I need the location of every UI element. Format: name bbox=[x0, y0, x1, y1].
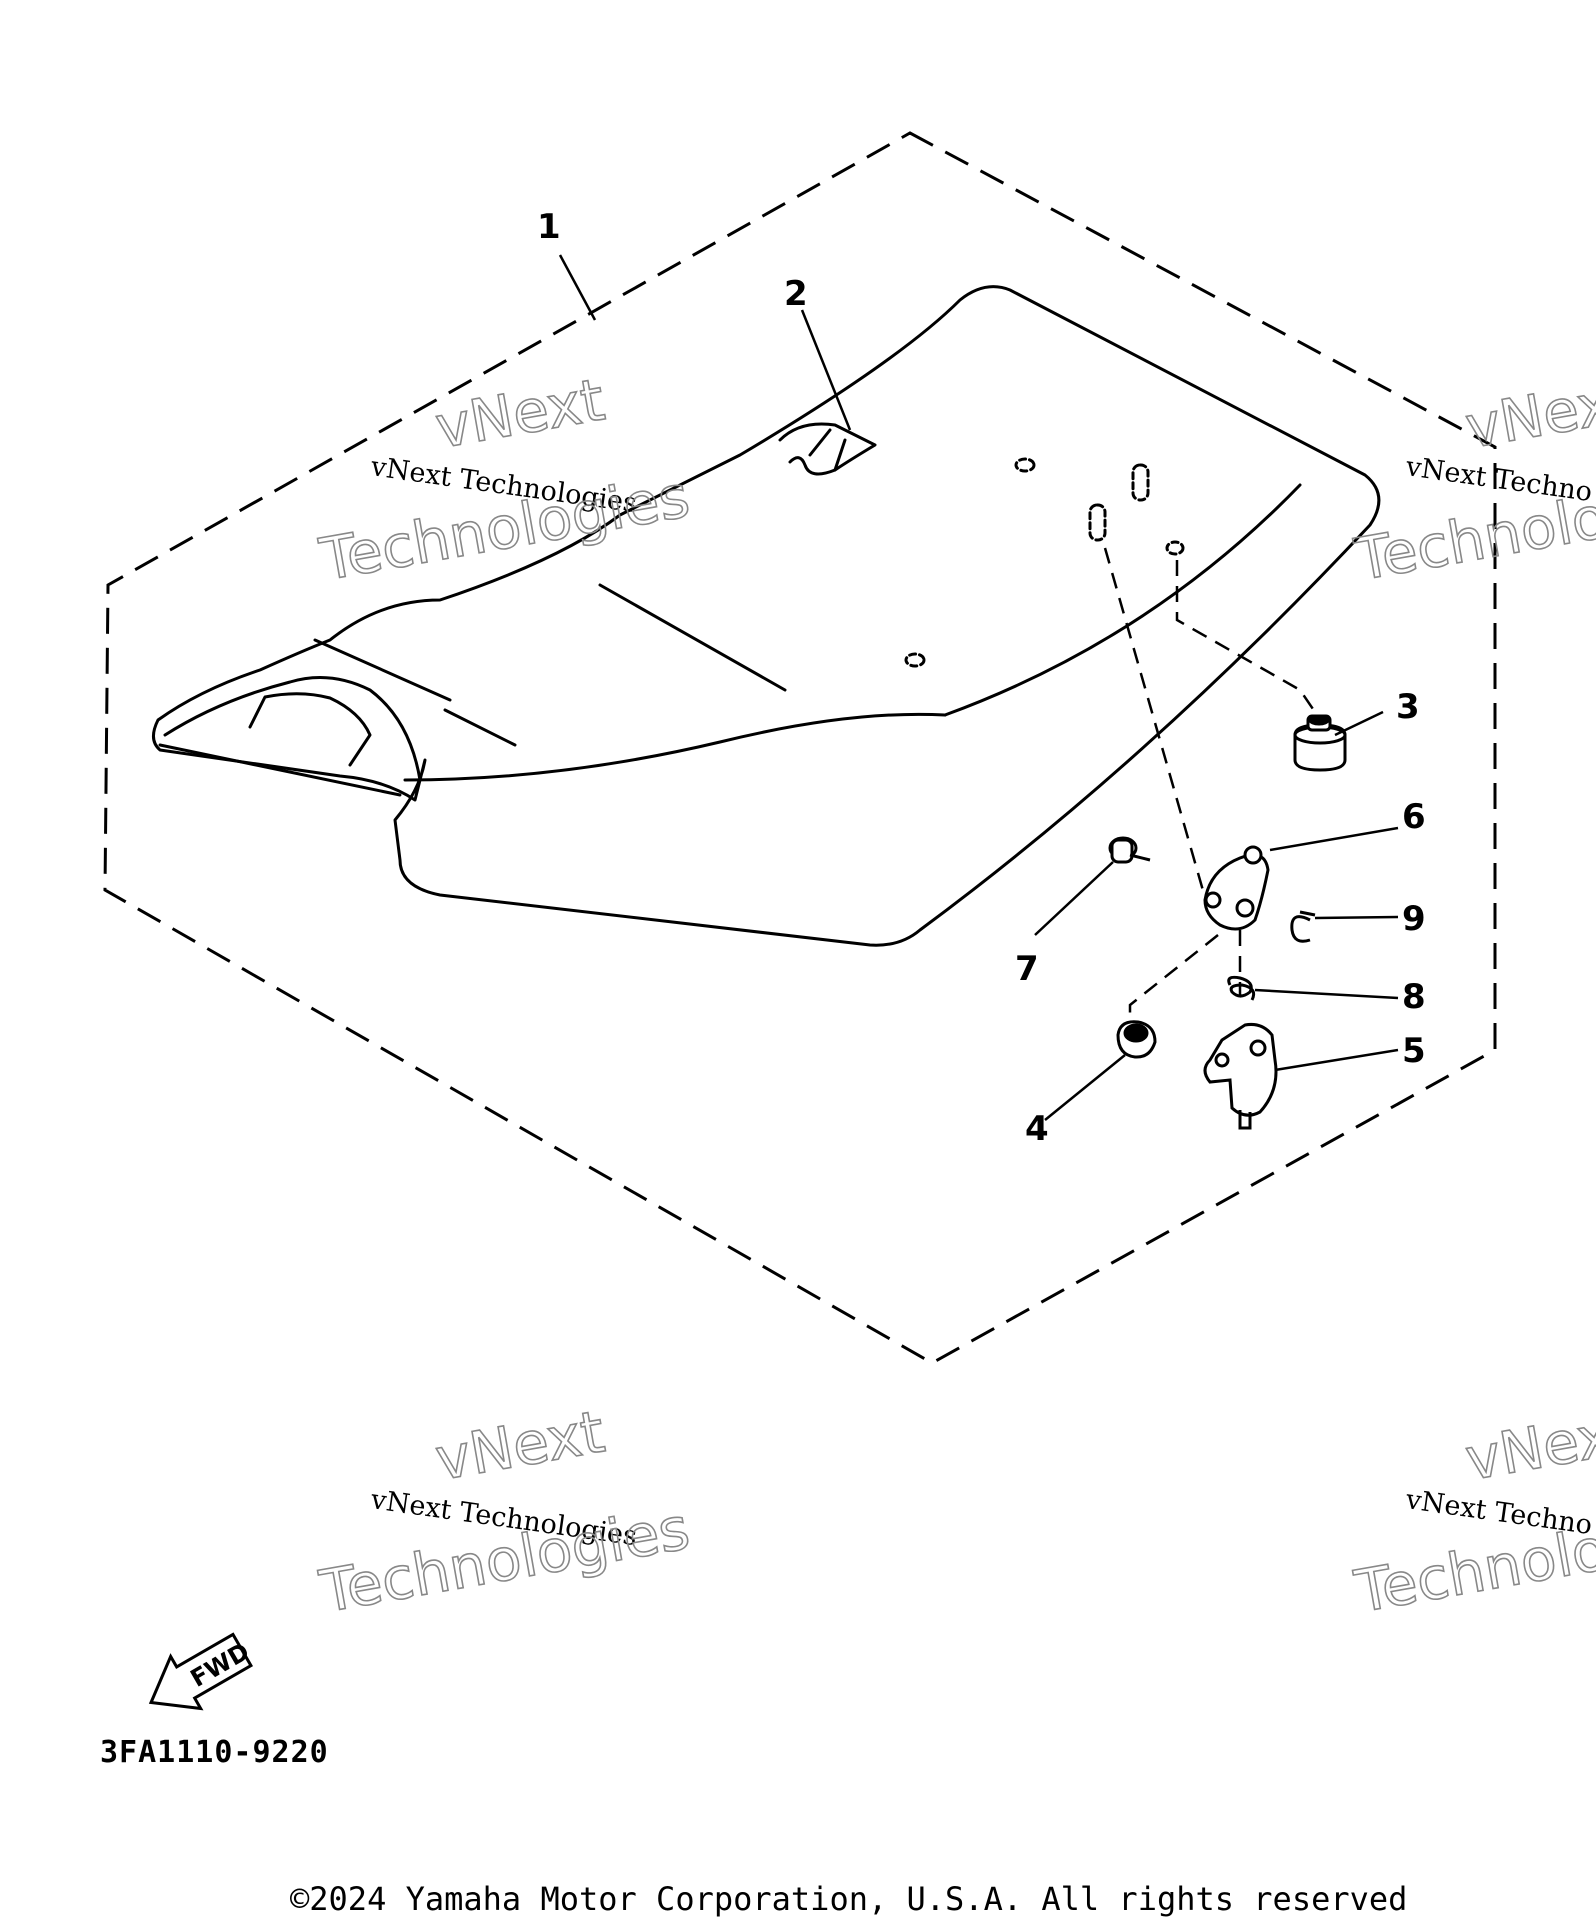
watermark-top-right: vNext Techno vNext Technolo bbox=[1349, 365, 1596, 595]
seat-outline bbox=[152, 285, 1381, 947]
watermark-big-text-cut-2: Technolo bbox=[1350, 483, 1596, 594]
part-9-clip bbox=[1290, 910, 1316, 943]
callout-6: 6 bbox=[1402, 797, 1426, 837]
callout-7: 7 bbox=[1015, 949, 1039, 989]
part-6-bracket bbox=[1203, 845, 1270, 931]
seat-crown-line bbox=[943, 483, 1302, 717]
part-7-bolt bbox=[1108, 836, 1151, 864]
fwd-arrow-icon: FWD bbox=[148, 1632, 254, 1711]
seat-front-lip bbox=[163, 676, 422, 782]
seat-crown-line-2 bbox=[403, 712, 947, 782]
leader-lines bbox=[558, 254, 1399, 1121]
assembly-lines bbox=[1103, 547, 1317, 1015]
figure-code: 3FA1110-9220 bbox=[100, 1735, 329, 1770]
callout-2: 2 bbox=[784, 274, 808, 314]
watermark-big-text-cut-2: Technolo bbox=[1350, 1515, 1596, 1626]
copyright-text: ©2024 Yamaha Motor Corporation, U.S.A. A… bbox=[290, 1880, 1408, 1918]
watermark-big-text-cut-1: vNext bbox=[1461, 1397, 1596, 1493]
callout-8: 8 bbox=[1402, 977, 1426, 1017]
mount-slot-2 bbox=[1088, 503, 1107, 542]
part-4-collar bbox=[1116, 1020, 1157, 1059]
part-5-latch bbox=[1203, 1023, 1278, 1130]
mount-slot-1 bbox=[1131, 463, 1150, 502]
watermark-bottom-left: vNext Technologies vNext Technologies bbox=[314, 1397, 695, 1627]
strap-inner bbox=[808, 428, 847, 472]
watermark-big-text-1: vNext bbox=[431, 365, 610, 461]
mount-hole-2 bbox=[904, 652, 926, 668]
callout-5: 5 bbox=[1402, 1031, 1426, 1071]
seat-drawing bbox=[152, 285, 1381, 947]
seat-front-recess bbox=[248, 692, 372, 767]
watermark-top-left: vNext Technologies vNext Technologies bbox=[314, 365, 695, 595]
part-8-spring bbox=[1227, 975, 1256, 1001]
parts bbox=[1108, 714, 1347, 1130]
seat-crease-3 bbox=[443, 708, 517, 747]
mount-hole-3 bbox=[1165, 540, 1185, 556]
watermark-bottom-right: vNext Techno vNext Technolo bbox=[1349, 1397, 1596, 1627]
seat-crease-1 bbox=[598, 583, 787, 692]
assembly-boundary bbox=[103, 131, 1497, 1365]
watermark-big-text-cut-1: vNext bbox=[1461, 365, 1596, 461]
callout-3: 3 bbox=[1396, 687, 1420, 727]
seat-front-trim bbox=[158, 743, 402, 797]
callout-4: 4 bbox=[1025, 1109, 1049, 1149]
seat-crease-2 bbox=[313, 638, 452, 702]
mount-hole-1 bbox=[1014, 457, 1036, 473]
part-3-grommet bbox=[1293, 714, 1347, 772]
callout-numbers: 1 2 3 6 9 7 8 5 4 bbox=[537, 207, 1426, 1149]
callout-9: 9 bbox=[1402, 899, 1426, 939]
callout-1: 1 bbox=[537, 207, 561, 247]
watermark-big-text-1: vNext bbox=[431, 1397, 610, 1493]
